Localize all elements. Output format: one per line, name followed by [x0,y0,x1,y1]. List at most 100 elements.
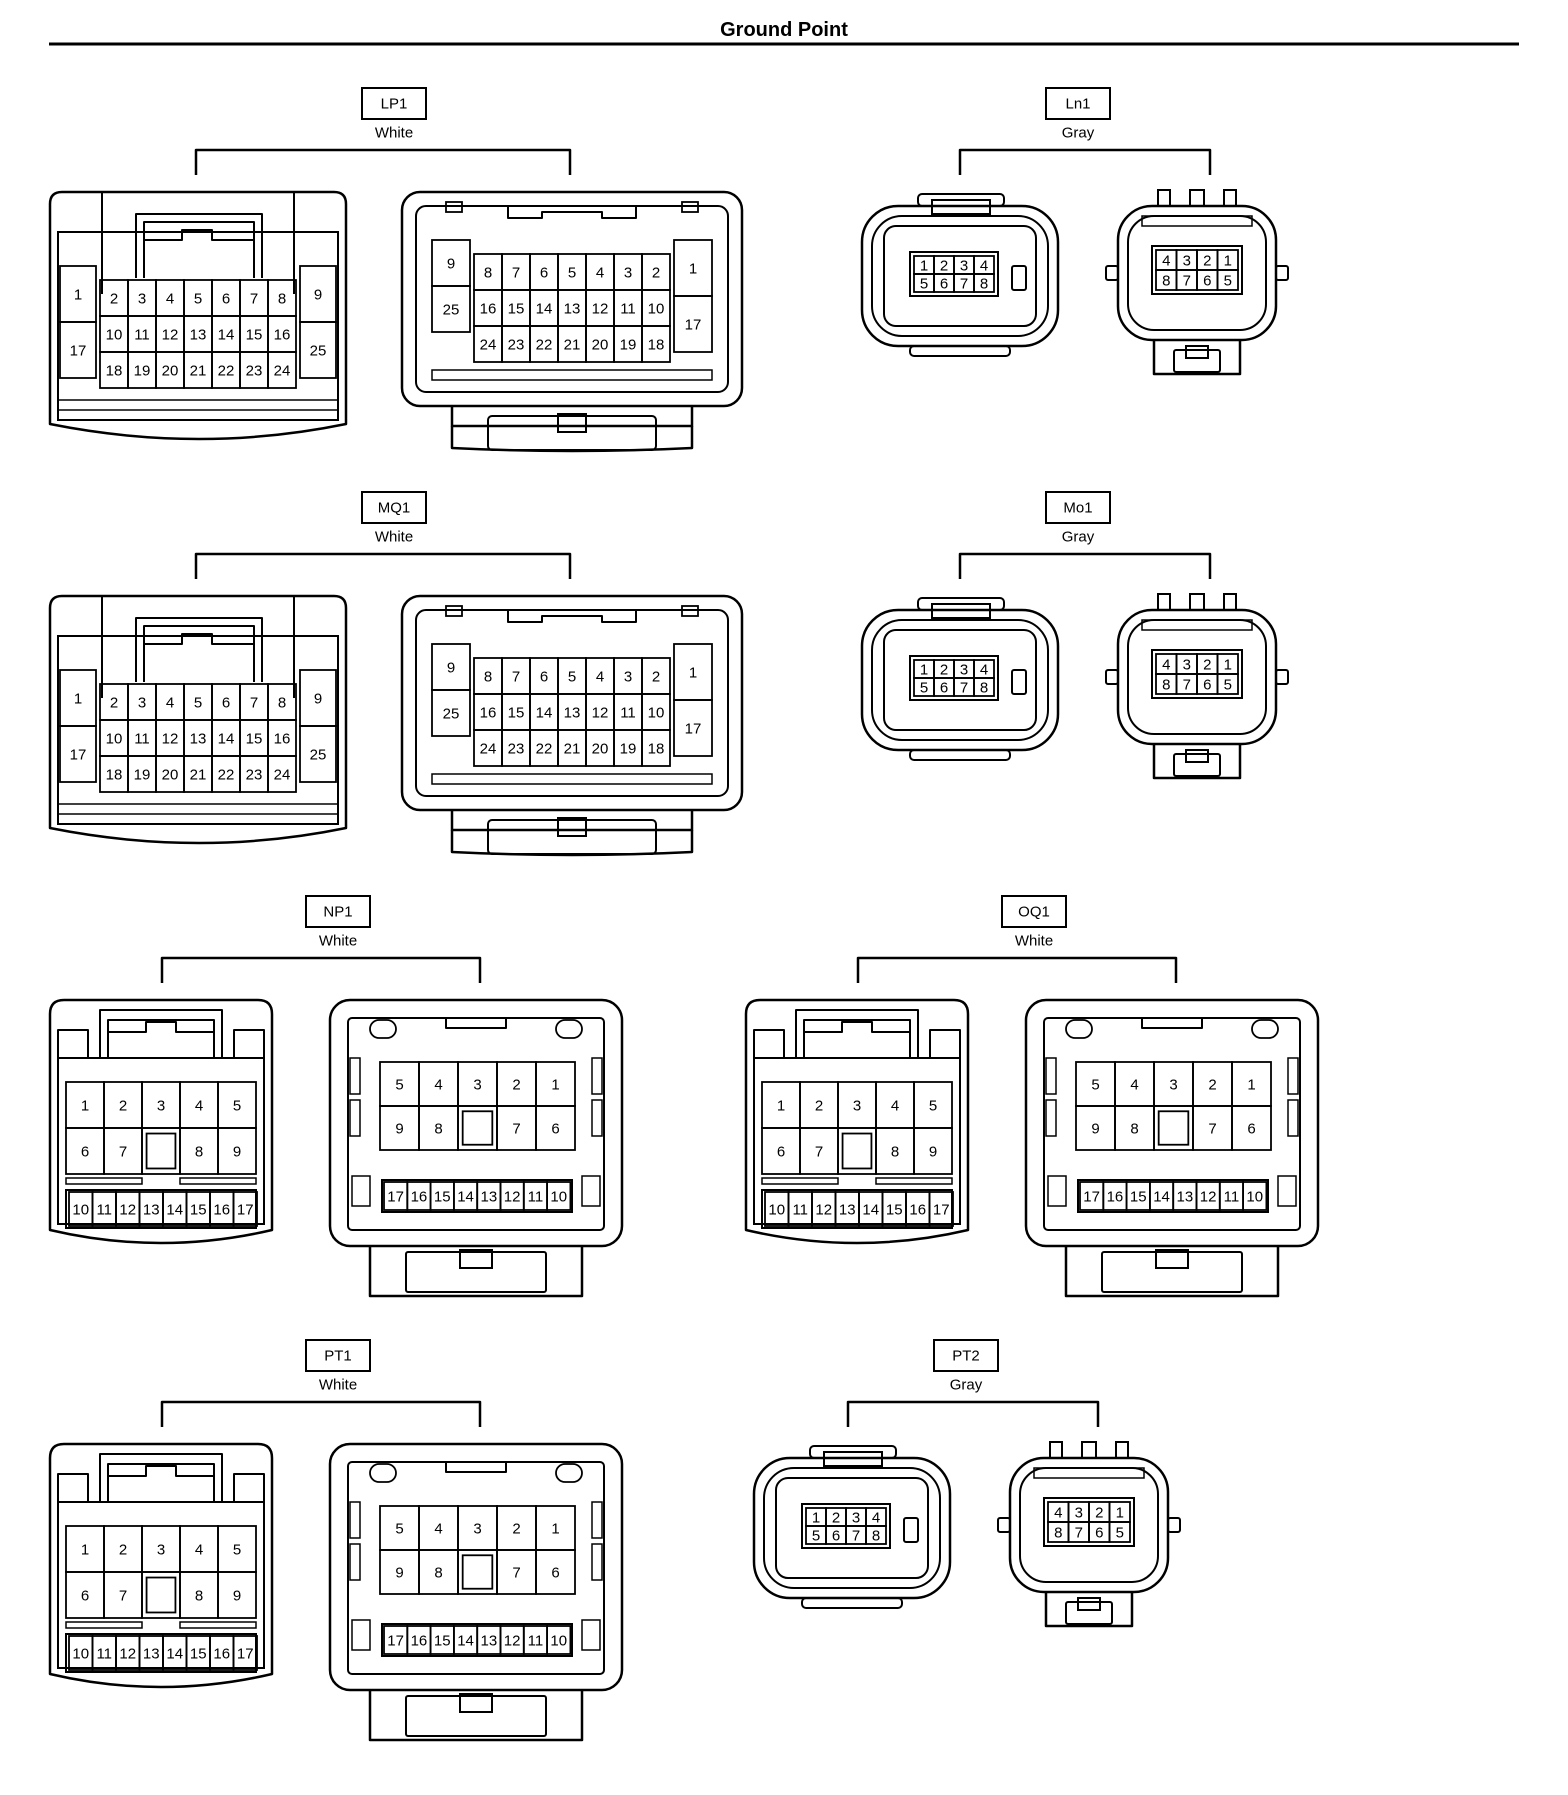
pin-cell [837,1127,877,1175]
pin-number: 16 [274,327,291,344]
pin-number: 4 [891,1098,899,1115]
pin-number: 8 [872,1528,880,1545]
connector-label-box [305,895,371,928]
connector-label-box [1045,87,1111,120]
pin-number: 12 [592,301,609,318]
connector-color: Gray [1062,125,1095,142]
male-side-rib [351,1175,371,1207]
pin-number: 16 [1107,1189,1124,1206]
pin-cell [1108,1521,1131,1543]
pin-number: 12 [592,705,609,722]
connector-color: White [375,529,413,546]
pin-number: 2 [652,265,660,282]
female-pin-frame [801,1503,891,1549]
male-inner-frame [1043,1017,1301,1231]
pin-number: 12 [1200,1189,1217,1206]
pin-number: 7 [1075,1525,1083,1542]
pin-cell [141,1571,181,1619]
pin-number: 11 [620,301,636,318]
pin-number: 18 [648,741,665,758]
pin-number: 11 [528,1633,544,1650]
connector-bracket [194,148,572,175]
pin-number: 17 [387,1189,404,1206]
male-lock-tab [459,1249,493,1269]
male-guide [681,605,699,617]
pin-number: 6 [832,1528,840,1545]
male-rail [431,369,713,381]
male-lock-tab [1101,1251,1243,1293]
pin-number: 2 [1208,1077,1216,1094]
female-latch [795,1009,919,1058]
pin-number: 3 [853,1098,861,1115]
male-ear [1157,189,1171,207]
pin-number: 7 [1183,273,1191,290]
pin-number: 17 [387,1633,404,1650]
pin-number: 20 [162,767,179,784]
pin-number: 25 [443,706,460,723]
pin-cell [267,351,297,389]
pin-number: 21 [190,767,207,784]
pin-number: 6 [81,1588,89,1605]
male-guide [445,201,463,213]
female-lock [917,597,1005,611]
male-bottom-frame [381,1179,573,1213]
pin-number: 2 [1203,657,1211,674]
female-rail [761,1177,839,1185]
connector-color: White [375,125,413,142]
male-lock-base [450,406,694,428]
pin-number: 4 [596,669,604,686]
male-inner-frame [415,205,729,393]
pin-number: 10 [550,1189,567,1206]
pin-number: 20 [592,741,609,758]
pin-number: 14 [166,1202,183,1219]
female-latch-tab [144,229,254,241]
male-ear [1049,1441,1063,1459]
male-side-rib [349,1057,361,1095]
male-lock-base [368,1246,584,1298]
male-side-rib [1287,1099,1299,1137]
pin-number: 2 [119,1098,127,1115]
female-inner-frame [775,1477,929,1579]
pin-number: 5 [568,265,576,282]
connector-label: Ln1 [1065,96,1090,113]
pin-number: 6 [1203,273,1211,290]
pin-number: 3 [1183,657,1191,674]
female-corner [753,1029,785,1058]
male-lock-base [1064,1246,1280,1298]
pin-number: 2 [652,669,660,686]
connector-label-box [305,1339,371,1372]
pin-number: 10 [550,1633,567,1650]
pin-number: 11 [96,1202,112,1219]
male-side-rib [1277,1175,1297,1207]
pin-number: 2 [119,1542,127,1559]
key-slot [1157,1110,1190,1146]
pin-number: 11 [1224,1189,1240,1206]
pin-cell [1216,269,1239,291]
male-pin-frame [1043,1497,1135,1547]
female-inner-frame [57,635,339,825]
female-inner-frame [57,1057,265,1225]
pin-number: 9 [1091,1121,1099,1138]
pin-number: 10 [768,1202,785,1219]
male-lock-tab [1173,753,1221,777]
male-key [507,206,637,219]
pin-number: 2 [940,662,948,679]
pin-number: 6 [1203,677,1211,694]
pin-number: 19 [134,363,151,380]
pin-number: 6 [777,1144,785,1161]
pin-number: 23 [246,767,263,784]
connector-label: OQ1 [1018,904,1050,921]
pin-number: 15 [246,327,263,344]
connector-label-box [1001,895,1067,928]
connector-bracket [958,552,1212,579]
male-lock-tab [405,1695,547,1737]
pin-number: 16 [274,731,291,748]
pin-number: 12 [119,1202,136,1219]
pin-number: 8 [1130,1121,1138,1138]
female-latch [143,221,255,278]
pin-number: 5 [395,1521,403,1538]
pin-number: 13 [190,327,207,344]
male-side-rib [591,1057,603,1095]
pin-number: 14 [457,1633,474,1650]
